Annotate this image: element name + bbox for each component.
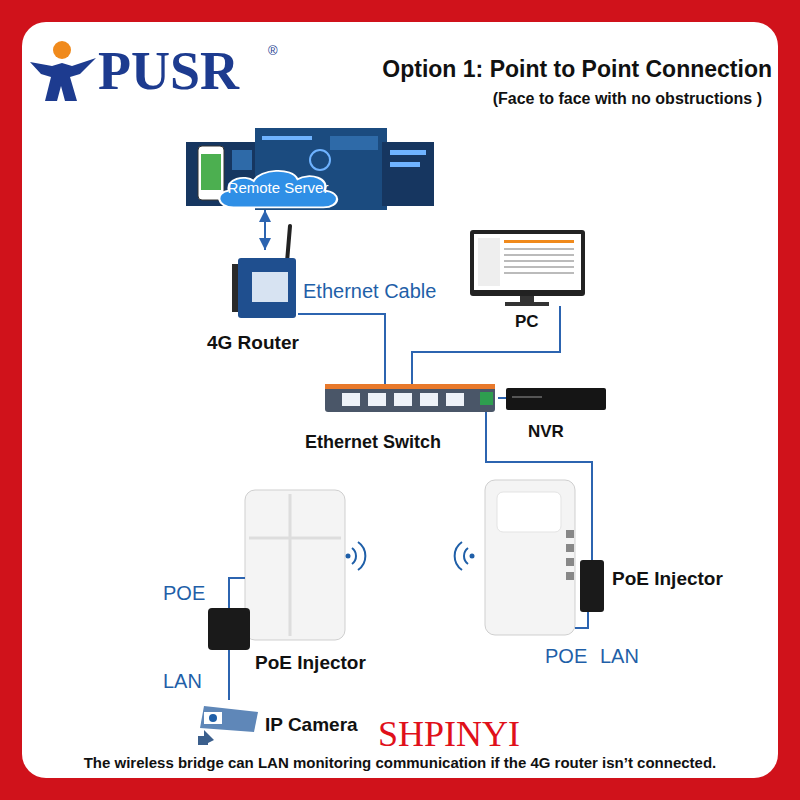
ethernet-link [498,397,506,399]
device-label: NVR [528,422,564,442]
cable-label: Ethernet Cable [303,280,436,303]
nvr-figure [506,388,606,410]
cloud-node: Remote Server [211,166,346,210]
port-label: LAN [600,645,639,668]
nvr-node: NVR [506,384,606,412]
port-label: POE [163,582,205,605]
caption-note: The wireless bridge can LAN monitoring c… [30,754,770,771]
ethernet-link [486,412,592,560]
watermark: SHPINYI [378,716,520,752]
ethernet-link [298,314,385,384]
subtitle-note: (Face to face with no obstructions ) [493,90,762,108]
left-bridge-figure [245,490,365,640]
pc-node: PC [470,230,585,306]
white-panel [22,22,778,778]
device-label: 4G Router [207,332,299,354]
device-label: PoE Injector [612,568,723,590]
pc-figure [470,230,585,306]
port-label: POE [545,645,587,668]
trademark-mark: ® [268,44,278,59]
device-label: PC [515,312,539,332]
diagram-title: Option 1: Point to Point Connection [382,56,772,82]
ethernet-link [228,650,230,700]
dashboard-screens [186,128,434,210]
switch-figure [325,384,495,412]
node-label: Remote Server [228,179,329,196]
logo-figure [30,41,96,101]
port-label: LAN [163,670,202,693]
brand-logo: PUSR [98,44,239,98]
injector-node: PoE Injector [208,608,250,650]
device-label: PoE Injector [255,652,366,674]
router-node: 4G Router [232,250,298,320]
injector-figures [208,560,604,650]
ethernet-link [264,210,266,250]
ethernet-link [412,306,560,384]
camera-figure [198,706,258,745]
camera-node: IP Camera [195,700,262,745]
switch-node: Ethernet Switch [325,384,498,412]
device-label: Ethernet Switch [305,432,441,453]
right-bridge-figure [455,480,575,635]
device-label: IP Camera [265,714,358,736]
poe-wires [229,578,588,628]
injector-node: PoE Injector [580,560,604,612]
